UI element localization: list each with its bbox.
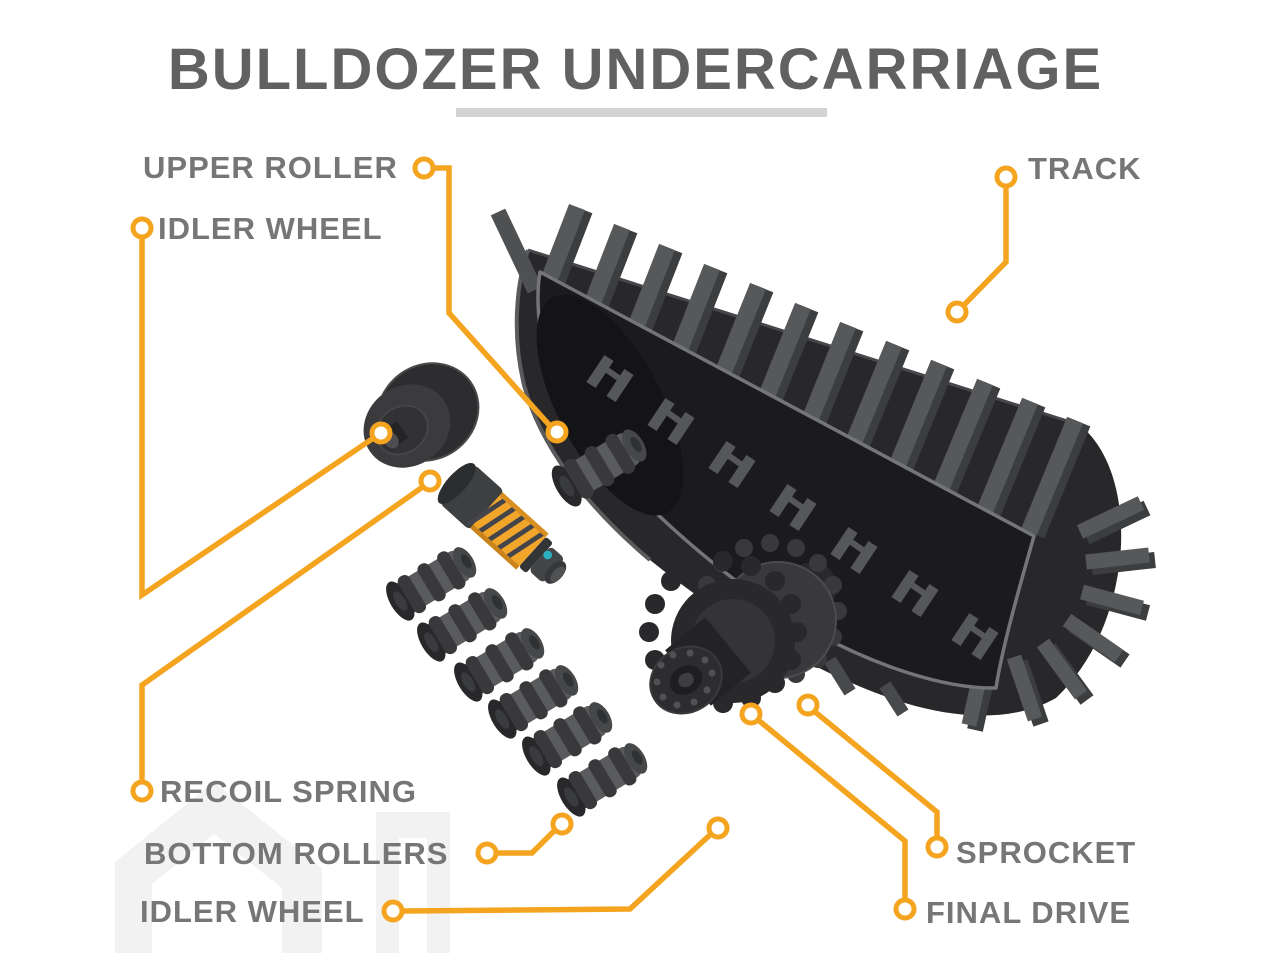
leader-dot xyxy=(381,899,405,923)
bottom-rollers-part xyxy=(380,538,655,822)
leader-dot xyxy=(893,897,917,921)
track-guide-lugs xyxy=(586,354,999,661)
track-tread-bars-top xyxy=(490,203,1091,539)
label-recoil-spring: RECOIL SPRING xyxy=(160,774,418,809)
leader-dot xyxy=(739,702,763,726)
leader-dot xyxy=(412,156,436,180)
leader-dot xyxy=(706,816,730,840)
leader-bottom-rollers xyxy=(497,827,558,856)
leader-dot xyxy=(369,421,393,445)
idler-wheel-part xyxy=(363,362,480,468)
leader-dot xyxy=(130,779,154,803)
leader-dot xyxy=(475,841,499,865)
page-title: BULLDOZER UNDERCARRIAGE xyxy=(167,37,1104,102)
spring-valve-dot xyxy=(543,550,553,560)
label-upper-roller: UPPER ROLLER xyxy=(143,150,398,185)
leader-dots xyxy=(130,156,1018,923)
leader-track xyxy=(960,187,1009,309)
leader-final-drive xyxy=(755,716,908,899)
sprocket-part xyxy=(639,534,847,715)
leader-dot xyxy=(796,693,820,717)
watermark-logo xyxy=(115,782,450,953)
title-underline xyxy=(456,108,827,117)
label-sprocket: SPROCKET xyxy=(956,835,1137,870)
recoil-spring-part xyxy=(437,462,567,584)
leader-dot xyxy=(925,835,949,859)
label-idler-wheel-top: IDLER WHEEL xyxy=(158,211,383,246)
label-idler-wheel-bottom: IDLER WHEEL xyxy=(140,894,365,929)
leader-upper-roller xyxy=(434,165,554,429)
track-part xyxy=(490,203,1156,732)
leader-sprocket xyxy=(812,708,940,837)
leader-dot xyxy=(550,812,574,836)
leader-dot xyxy=(545,420,569,444)
leader-lines xyxy=(139,165,1009,914)
leader-recoil-spring xyxy=(139,483,426,781)
leader-dot xyxy=(945,300,969,324)
label-final-drive: FINAL DRIVE xyxy=(926,895,1132,930)
label-bottom-rollers: BOTTOM ROLLERS xyxy=(144,836,449,871)
leader-dot xyxy=(994,165,1018,189)
label-track: TRACK xyxy=(1028,151,1142,186)
leader-idler-wheel-top xyxy=(139,238,377,601)
hub-bolt-ring xyxy=(653,649,716,709)
leader-idler-wheel-bottom xyxy=(402,830,714,914)
leader-dot xyxy=(418,469,442,493)
leader-dot xyxy=(130,216,154,240)
